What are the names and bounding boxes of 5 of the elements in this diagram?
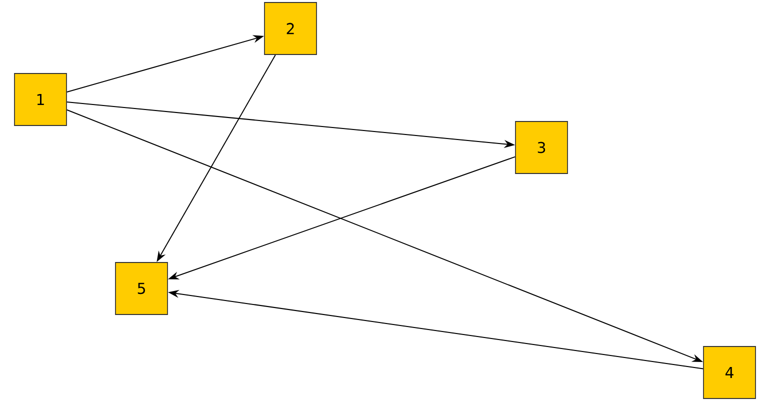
number-box: 2	[264, 2, 317, 55]
number-box: 1	[14, 73, 67, 126]
number-box: 4	[703, 346, 756, 399]
number-box: 5	[115, 262, 168, 315]
number-box: 3	[515, 121, 568, 174]
